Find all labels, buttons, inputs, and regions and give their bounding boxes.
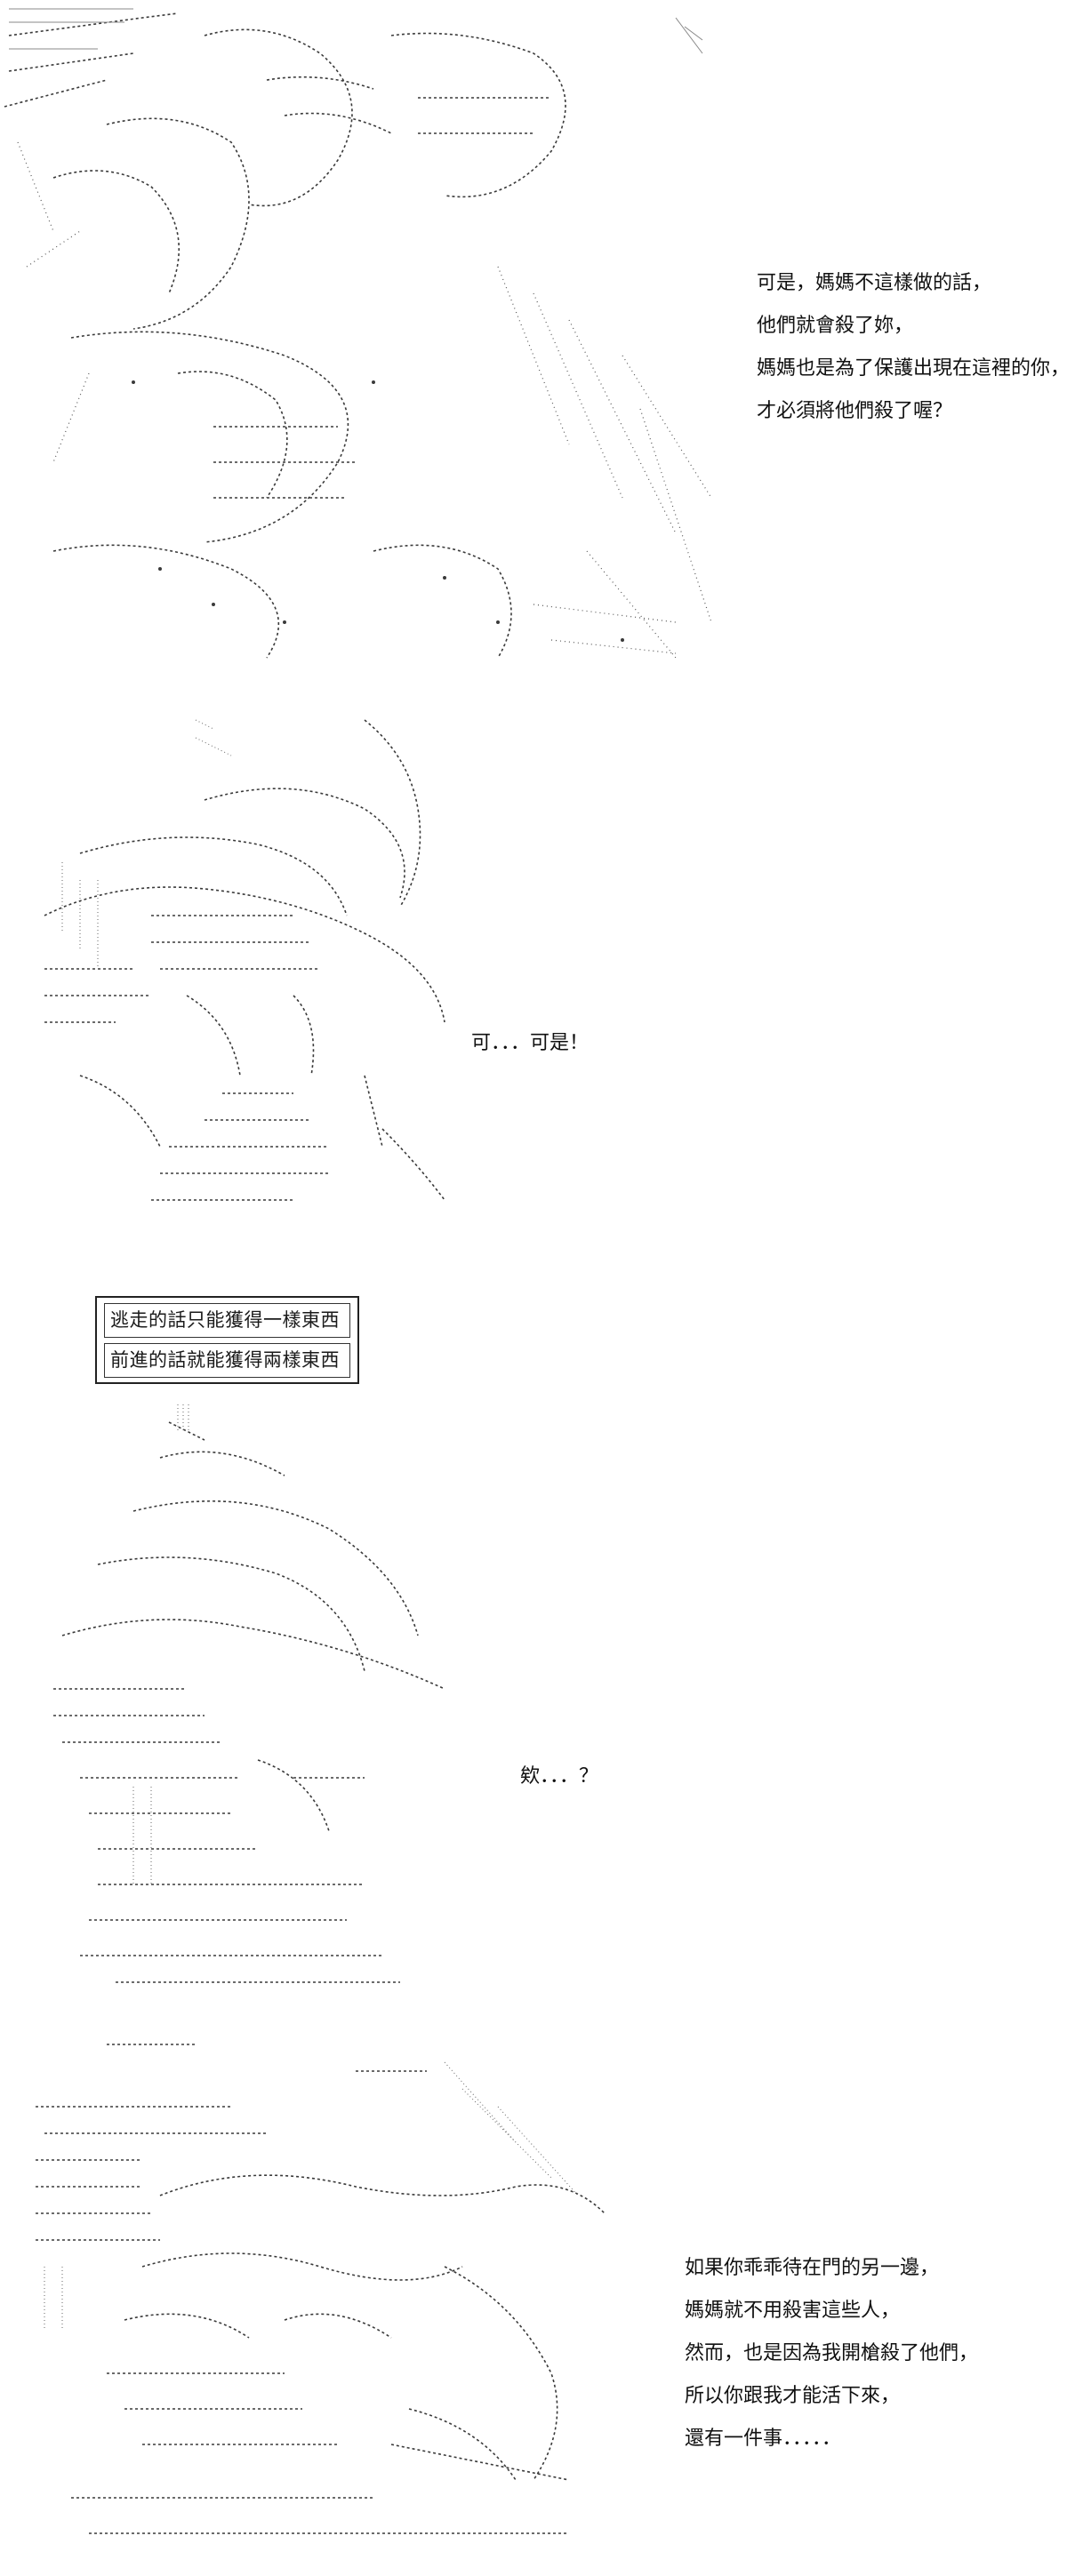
dialogue-line: 媽媽也是為了保護出現在這裡的你， [757,357,1067,380]
dialogue-line: 還有一件事．．．．． [685,2428,842,2450]
dialogue-line: 可是，媽媽不這樣做的話， [757,272,992,294]
dialogue-line: 媽媽就不用殺害這些人， [685,2300,901,2322]
dialogue-line: 他們就會殺了妳， [757,315,914,337]
dialogue-line: 如果你乖乖待在門的另一邊， [685,2257,940,2279]
dialogue-panel-4: 如果你乖乖待在門的另一邊， 媽媽就不用殺害這些人， 然而，也是因為我開槍殺了他們… [685,2247,978,2460]
ascii-art-mother-embrace [0,0,711,676]
caption-line: 前進的話就能獲得兩樣東西 [104,1343,350,1378]
dialogue-panel-1: 可是，媽媽不這樣做的話， 他們就會殺了妳， 媽媽也是為了保護出現在這裡的你， 才… [757,262,1067,433]
dialogue-line: 可．．．可是！ [471,1032,590,1054]
dialogue-line: 所以你跟我才能活下來， [685,2385,901,2407]
dialogue-line: 然而，也是因為我開槍殺了他們， [685,2342,979,2364]
dialogue-line: 才必須將他們殺了喔？ [757,400,953,422]
dialogue-line: 欸．．．？ [520,1765,599,1788]
caption-box: 逃走的話只能獲得一樣東西 前進的話就能獲得兩樣東西 [95,1296,359,1384]
dialogue-panel-3: 欸．．．？ [520,1756,598,1798]
ascii-art-girl-surprised [27,1404,489,2009]
ascii-art-girl-hood [27,702,480,1236]
dialogue-panel-2: 可．．．可是！ [471,1022,589,1065]
caption-line: 逃走的話只能獲得一樣東西 [104,1303,350,1338]
panel-4: 如果你乖乖待在門的另一邊， 媽媽就不用殺害這些人， 然而，也是因為我開槍殺了他們… [0,2027,1067,2576]
panel-1: 可是，媽媽不這樣做的話， 他們就會殺了妳， 媽媽也是為了保護出現在這裡的你， 才… [0,0,1067,676]
panel-3: 欸．．．？ [0,1396,1067,2018]
panel-2: 可．．．可是！ [0,693,1067,1262]
ascii-art-mother-gun [18,2036,640,2569]
